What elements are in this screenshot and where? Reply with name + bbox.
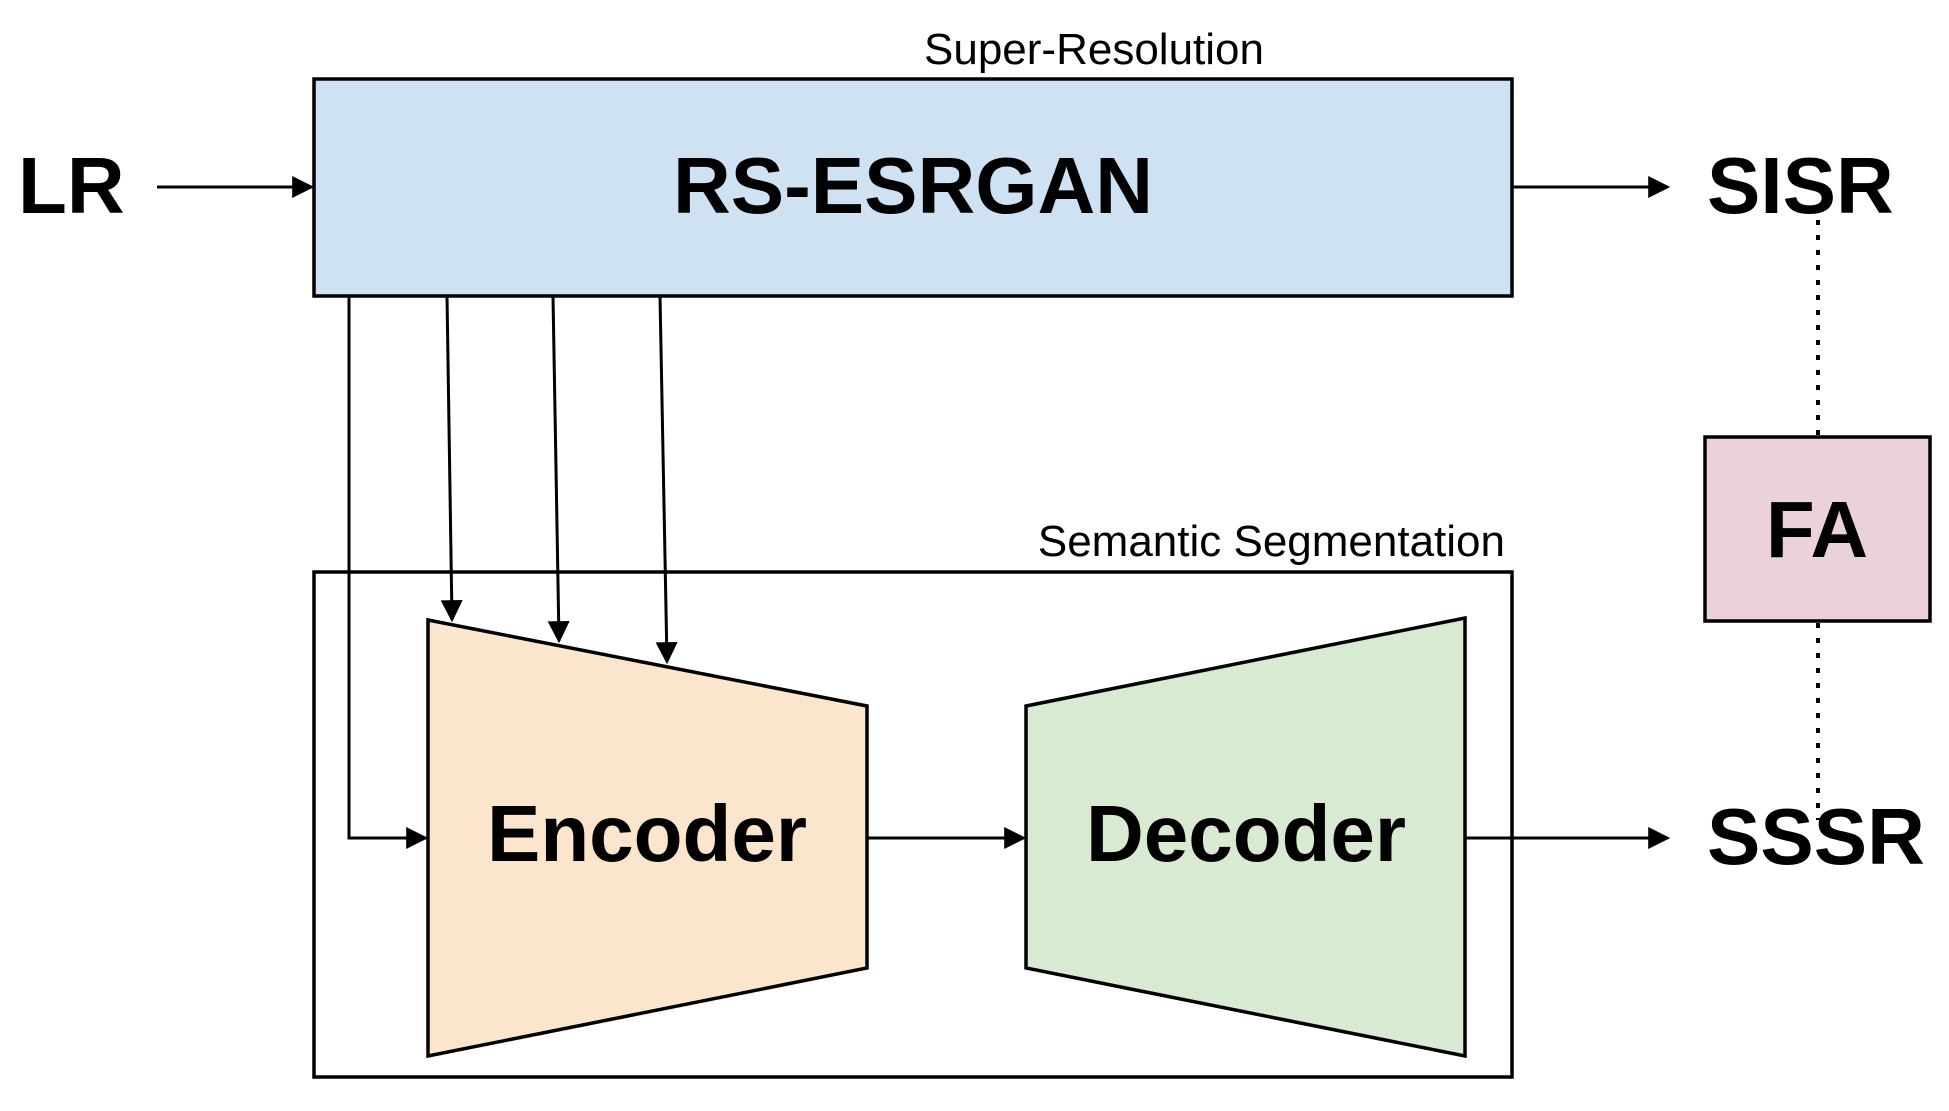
- fa-block: [1703, 435, 1932, 623]
- sisr-output-label: SISR: [1707, 141, 1894, 230]
- decoder-label: Decoder: [1086, 789, 1406, 878]
- feature-skip-arrow-3: [547, 295, 570, 644]
- fa-label: FA: [1766, 485, 1868, 574]
- lr-input-label: LR: [18, 141, 125, 230]
- sssr-output-label: SSSR: [1707, 792, 1925, 881]
- super-resolution-label: Super-Resolution: [924, 25, 1264, 74]
- encoder-label: Encoder: [487, 789, 807, 878]
- rs-esrgan-label: RS-ESRGAN: [673, 141, 1153, 230]
- semantic-segmentation-label: Semantic Segmentation: [1038, 517, 1505, 566]
- encoder-block: [426, 617, 869, 1059]
- feature-skip-arrow-4: [655, 295, 678, 665]
- feature-skip-arrow-2: [440, 295, 463, 623]
- feature-skip-arrow-1: [347, 296, 429, 849]
- rs-esrgan-block: [312, 77, 1514, 298]
- semantic-segmentation-frame: [312, 570, 1514, 1079]
- decoder-block: [1024, 615, 1467, 1059]
